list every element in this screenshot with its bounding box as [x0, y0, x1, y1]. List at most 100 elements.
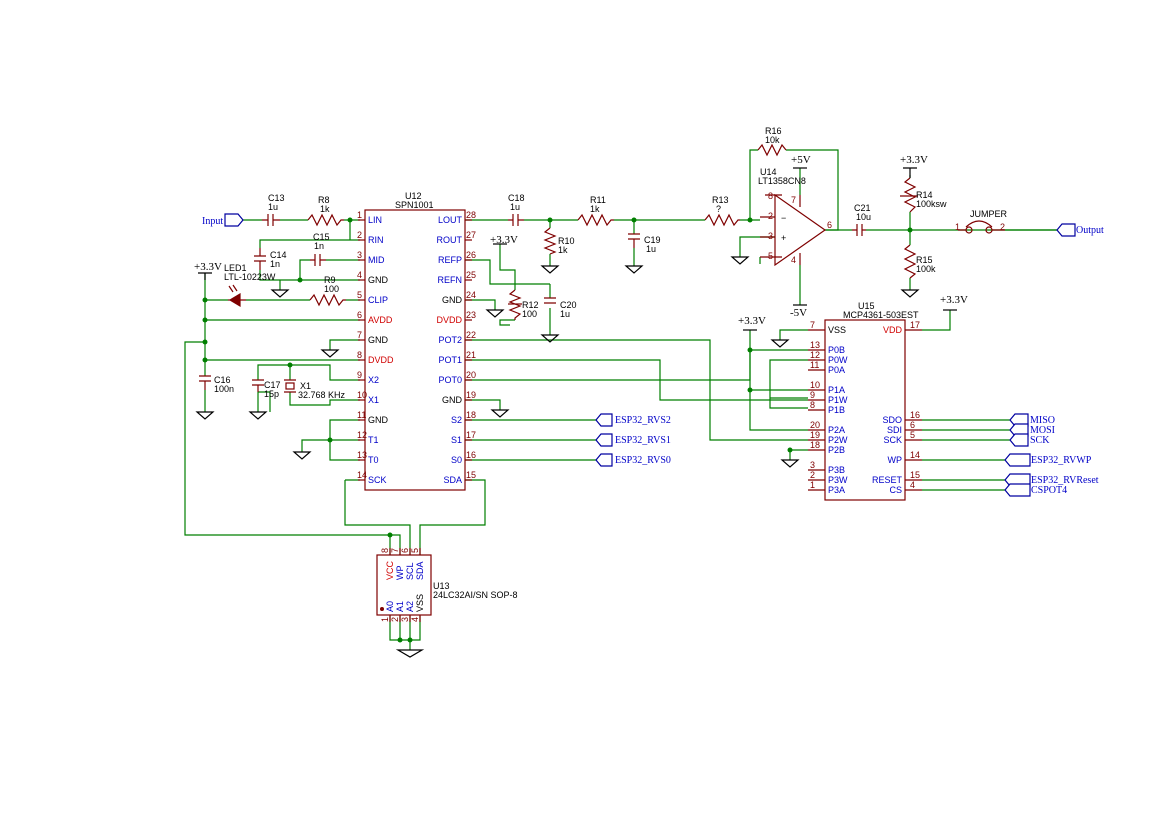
pin-name: VCC	[385, 560, 395, 580]
pin-name: DVDD	[436, 315, 462, 325]
pin-number: 23	[466, 310, 476, 320]
pin-name: GND	[368, 335, 389, 345]
pin-name: SCK	[368, 475, 387, 485]
pin-number: 1	[380, 617, 390, 622]
pin-number: 4	[357, 270, 362, 280]
svg-text:8: 8	[768, 191, 773, 201]
svg-text:C17: C17	[264, 380, 281, 390]
pin-name: X2	[368, 375, 379, 385]
wires	[184, 149, 1057, 650]
power-label: +3.3V	[194, 261, 222, 273]
pin-number: 18	[810, 440, 820, 450]
svg-text:Input: Input	[202, 216, 223, 227]
pin-number: 15	[466, 470, 476, 480]
svg-text:LTL-10223W: LTL-10223W	[224, 272, 276, 282]
port-esp32-rvwp: ESP32_RVWP	[1004, 453, 1092, 467]
capacitor-c18: C18 1u	[508, 193, 525, 226]
capacitor-c15: C15 1n	[310, 232, 330, 266]
svg-text:U14: U14	[760, 167, 777, 177]
pin-number: 8	[810, 400, 815, 410]
resistor-r12: R12 100	[508, 289, 539, 320]
pin-name: VSS	[828, 325, 846, 335]
pin-name: AVDD	[368, 315, 393, 325]
svg-text:Output: Output	[1076, 225, 1104, 236]
svg-text:2: 2	[1000, 222, 1005, 232]
pin-number: 6	[400, 548, 410, 553]
pin-number: 8	[357, 350, 362, 360]
opamp-u14: − + U14 LT1358CN8 8 2 3 5 7 6 4	[758, 167, 832, 267]
pin-number: 14	[910, 450, 920, 460]
power-label: +5V	[791, 154, 811, 166]
svg-text:C18: C18	[508, 193, 525, 203]
ground-symbols	[195, 256, 920, 658]
resistor-r16: R16 10k	[757, 126, 787, 157]
junction	[202, 317, 208, 323]
junction	[202, 297, 208, 303]
svg-text:100: 100	[522, 309, 537, 319]
pin-number: 10	[810, 380, 820, 390]
junction	[747, 387, 753, 393]
svg-text:1u: 1u	[510, 202, 520, 212]
svg-text:2: 2	[768, 211, 773, 221]
junction	[287, 362, 293, 368]
pin-number: 2	[390, 617, 400, 622]
pin-number: 5	[357, 290, 362, 300]
resistor-r9: R9 100	[309, 275, 346, 307]
svg-text:1k: 1k	[590, 204, 600, 214]
pin-name: POT0	[438, 375, 462, 385]
ground-icon	[292, 451, 312, 460]
pin-number: 2	[810, 470, 815, 480]
power-label: +3.3V	[738, 315, 766, 327]
svg-text:X1: X1	[300, 381, 311, 391]
pin-name: LIN	[368, 215, 382, 225]
resistor-r13: R13 ?	[704, 195, 740, 227]
resistor-r15: R15 100k	[903, 244, 936, 279]
svg-text:R15: R15	[916, 255, 933, 265]
capacitor-c21: C21 10u	[852, 203, 871, 236]
pin-number: 13	[357, 450, 367, 460]
pin-number: 9	[357, 370, 362, 380]
svg-text:15p: 15p	[264, 389, 279, 399]
svg-text:R10: R10	[558, 236, 575, 246]
svg-text:R9: R9	[324, 275, 336, 285]
power-symbols: +3.3V +3.3V +3.3V +3.3V +3.3V +5V -5V	[194, 154, 968, 331]
power-label: +3.3V	[940, 294, 968, 306]
pin-name: WP	[395, 566, 405, 581]
ground-icon	[490, 409, 510, 418]
pin-name: DVDD	[368, 355, 394, 365]
pin-number: 21	[466, 350, 476, 360]
pin-name: MID	[368, 255, 385, 265]
ground-icon	[624, 265, 644, 274]
ground-icon	[395, 649, 425, 658]
junction	[747, 347, 753, 353]
svg-text:C13: C13	[268, 193, 285, 203]
svg-text:5: 5	[768, 251, 773, 261]
pin-name: GND	[442, 395, 463, 405]
svg-text:ESP32_RVReset: ESP32_RVReset	[1031, 475, 1099, 486]
svg-text:100k: 100k	[916, 264, 936, 274]
capacitor-c13: C13 1u	[262, 193, 285, 226]
svg-text:−: −	[781, 213, 786, 223]
pin-name: S2	[451, 415, 462, 425]
ground-icon	[195, 411, 215, 420]
pin-name: P2W	[828, 435, 848, 445]
port-sck: SCK	[1009, 433, 1050, 447]
svg-text:1u: 1u	[646, 244, 656, 254]
pin-name: A0	[385, 601, 395, 612]
pin-name: A1	[395, 601, 405, 612]
capacitor-c19: C19 1u	[628, 233, 661, 254]
svg-text:U12: U12	[405, 191, 422, 201]
svg-text:C15: C15	[313, 232, 330, 242]
pin-number: 5	[910, 430, 915, 440]
pin-name: P1B	[828, 405, 845, 415]
junction	[327, 437, 333, 443]
pin-name: S0	[451, 455, 462, 465]
pin-number: 2	[357, 230, 362, 240]
pin-number: 27	[466, 230, 476, 240]
junction	[347, 217, 353, 223]
pin-number: 7	[390, 548, 400, 553]
